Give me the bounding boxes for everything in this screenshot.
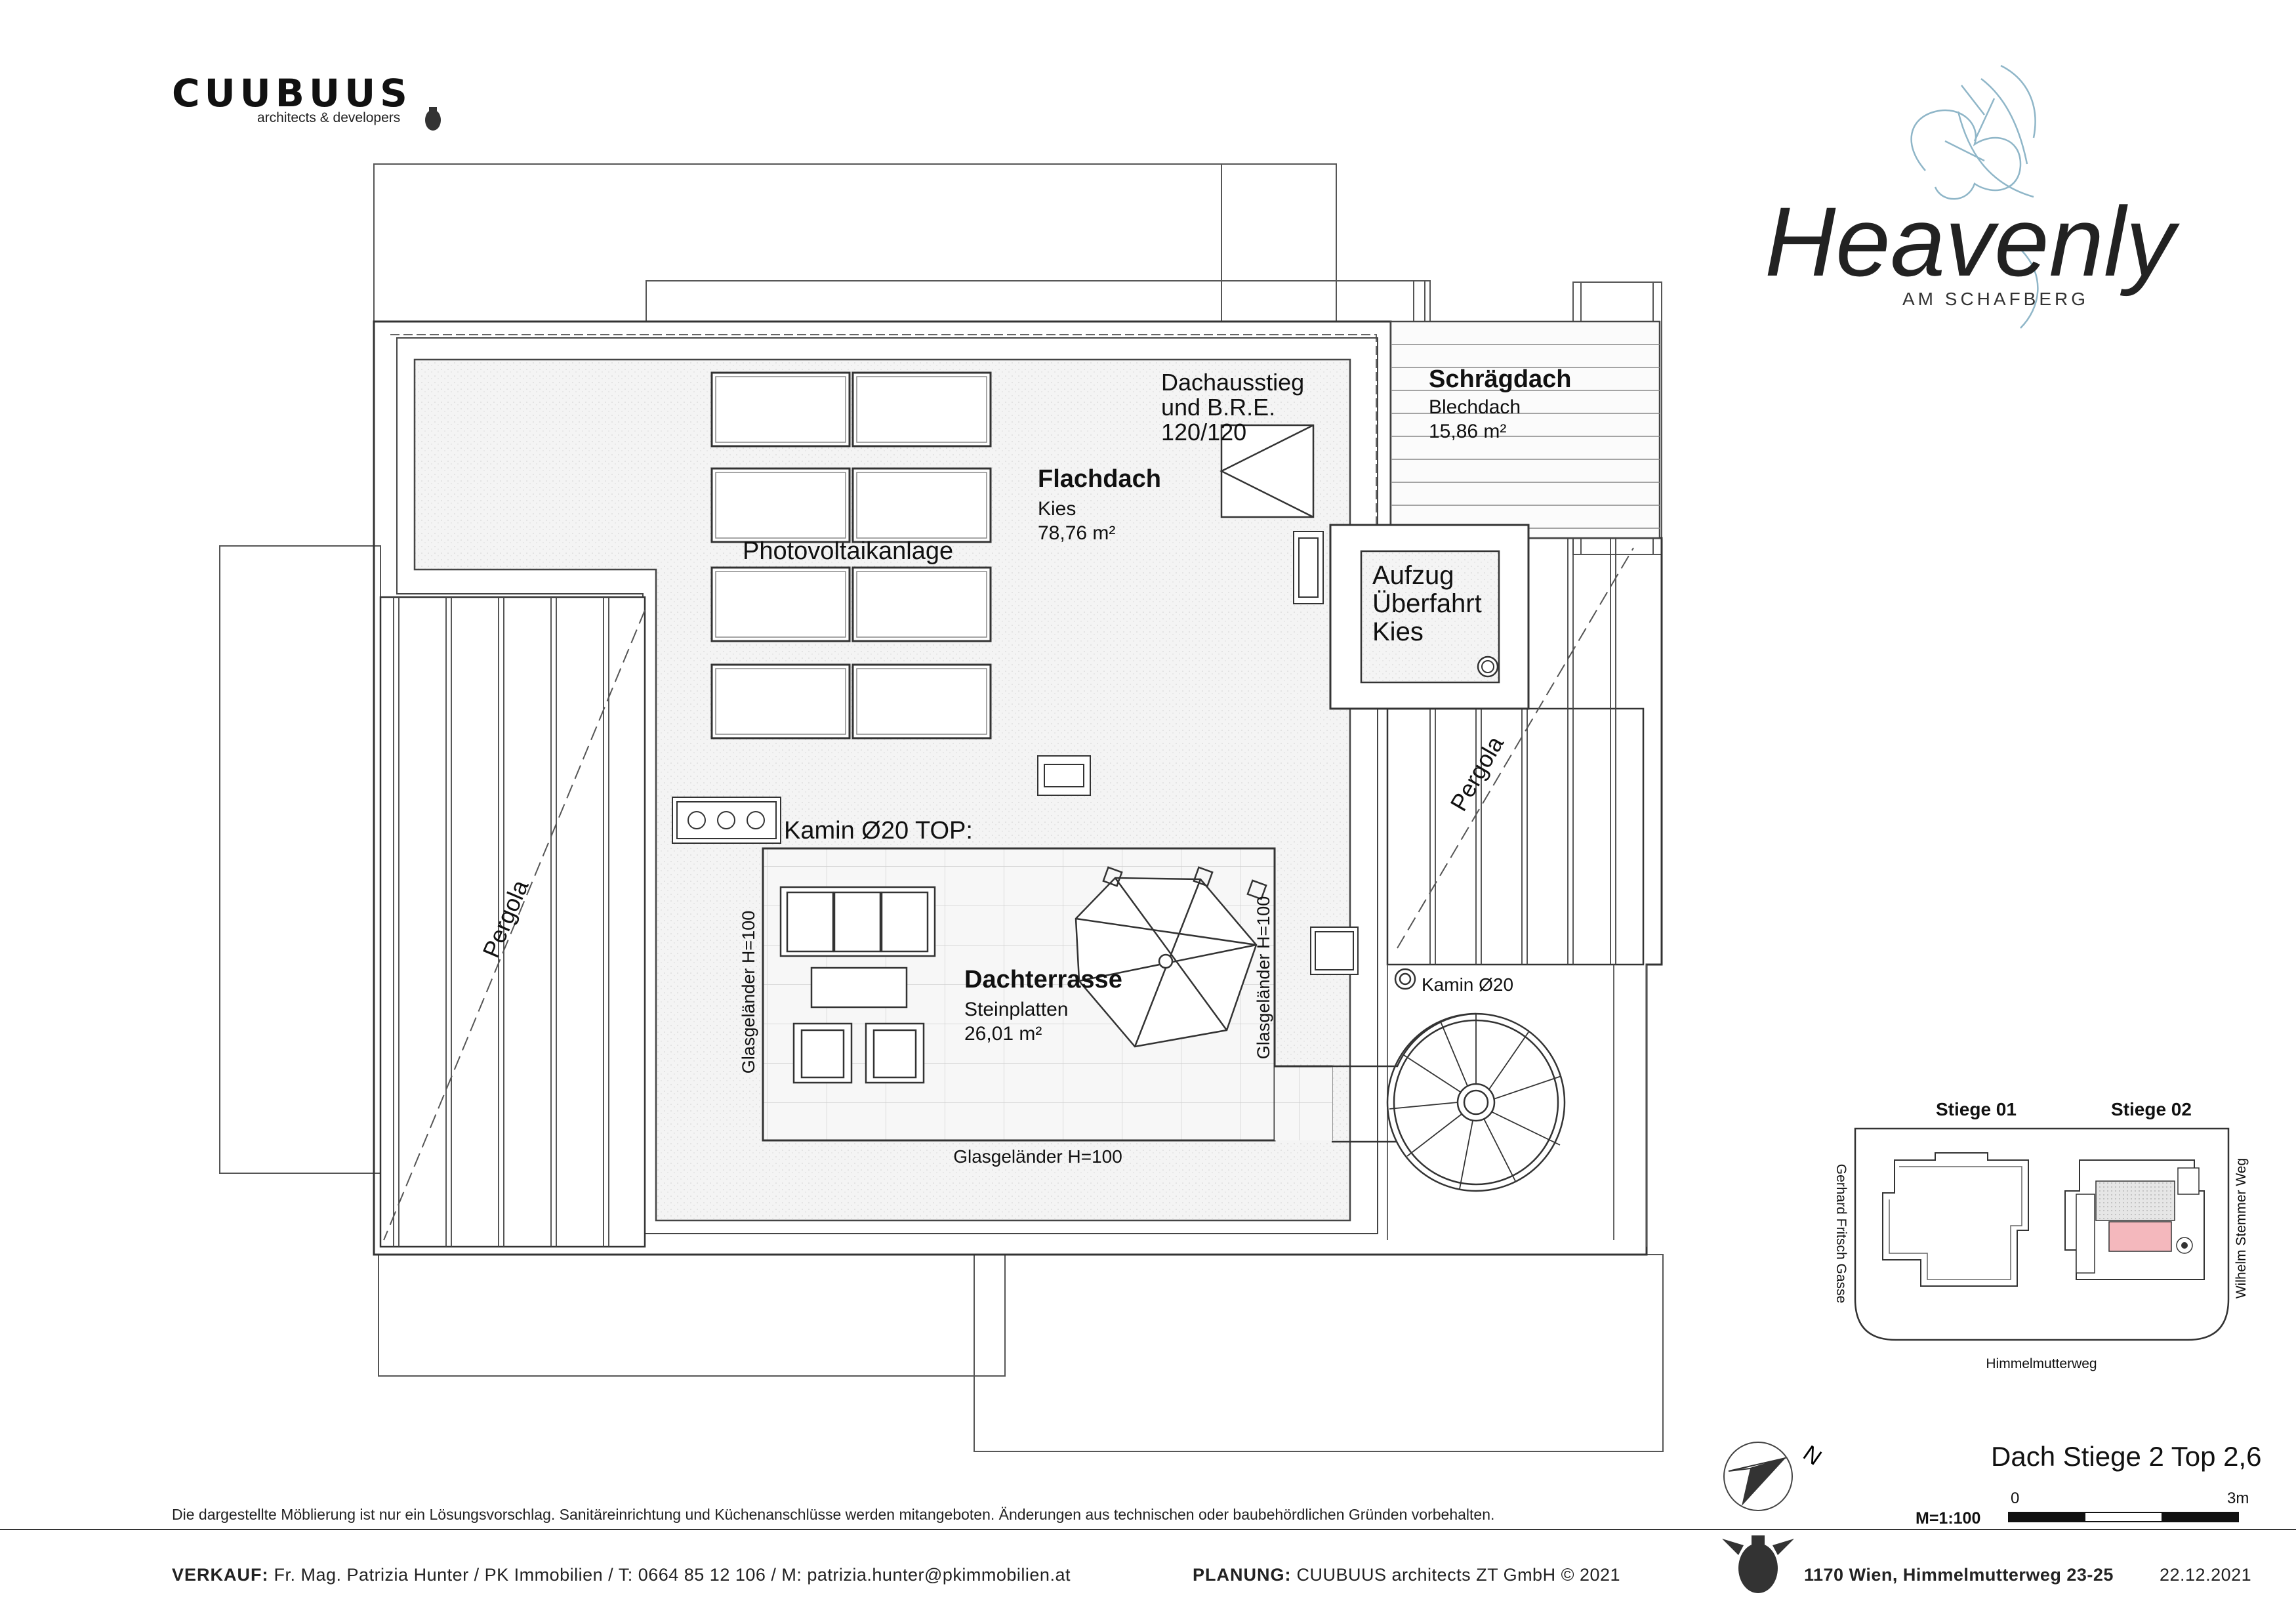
scale-end: 3m xyxy=(2227,1489,2249,1507)
dachausstieg-line3: 120/120 xyxy=(1161,419,1246,446)
small-eagle-icon xyxy=(425,107,441,131)
parasol xyxy=(1075,866,1267,1048)
dachterrasse-material: Steinplatten xyxy=(964,999,1068,1020)
verkauf-text: Fr. Mag. Patrizia Hunter / PK Immobilien… xyxy=(274,1565,1071,1585)
brand-logo: CUUBUUS xyxy=(172,71,412,115)
plan-title: Dach Stiege 2 Top 2,6 xyxy=(1991,1441,2262,1472)
planung-info: PLANUNG: CUUBUUS architects ZT GmbH © 20… xyxy=(1193,1565,1620,1585)
verkauf-label: VERKAUF: xyxy=(172,1565,269,1585)
sofa xyxy=(779,886,936,1084)
dachausstieg-line1: Dachausstieg xyxy=(1161,369,1304,396)
flachdach-area-label: 78,76 m² xyxy=(1038,522,1115,544)
dachterrasse-area-label: 26,01 m² xyxy=(964,1023,1042,1045)
dachausstieg-line2: und B.R.E. xyxy=(1161,394,1275,421)
scale-start: 0 xyxy=(2011,1489,2020,1507)
keyplan-highlight xyxy=(2108,1221,2172,1252)
photovoltaic-panels xyxy=(710,371,992,739)
schraegdach-title: Schrägdach xyxy=(1429,365,1572,393)
brand-subtitle: architects & developers xyxy=(257,110,401,125)
spiral-staircase xyxy=(1332,1012,1566,1192)
kamin-icon xyxy=(1394,968,1416,990)
dachterrasse-title: Dachterrasse xyxy=(964,966,1122,993)
scale-label: M=1:100 xyxy=(1916,1509,1981,1528)
planung-text: CUUBUUS architects ZT GmbH © 2021 xyxy=(1296,1565,1621,1585)
elevator-shaft xyxy=(1329,524,1530,710)
keyplan-stiege2: Stiege 02 xyxy=(2111,1099,2192,1119)
aufzug-line2: Überfahrt xyxy=(1372,589,1482,618)
north-arrow-icon: N xyxy=(1723,1441,1826,1511)
keyplan-street-left: Gerhard Fritsch Gasse xyxy=(1834,1164,1849,1303)
photovoltaik-label: Photovoltaikanlage xyxy=(743,537,953,565)
flachdach-material: Kies xyxy=(1038,498,1076,520)
kamin-label: Kamin Ø20 xyxy=(1422,974,1513,995)
footer-divider xyxy=(0,1529,2296,1530)
chimney-block xyxy=(672,797,781,844)
glas-bottom-label: Glasgeländer H=100 xyxy=(953,1146,1122,1167)
aufzug-line1: Aufzug xyxy=(1372,561,1454,590)
roof-hatch xyxy=(1220,424,1315,518)
pergola-left xyxy=(379,596,646,1248)
scale-bar xyxy=(2008,1512,2239,1522)
project-name: Heavenly xyxy=(1765,186,2180,297)
planung-label: PLANUNG: xyxy=(1193,1565,1292,1585)
leaf-logo-icon xyxy=(1910,64,2039,329)
project-subtitle: AM SCHAFBERG xyxy=(1902,289,2089,309)
kamin-top-label: Kamin Ø20 TOP: xyxy=(784,817,973,844)
keyplan-street-bottom: Himmelmutterweg xyxy=(1986,1356,2097,1371)
glas-left-label: Glasgeländer H=100 xyxy=(739,911,758,1073)
keyplan-stiege1: Stiege 01 xyxy=(1936,1099,2017,1119)
schraegdach-material: Blechdach xyxy=(1429,396,1521,418)
disclaimer: Die dargestellte Möblierung ist nur ein … xyxy=(172,1506,1495,1523)
flachdach-title: Flachdach xyxy=(1038,465,1161,493)
address: 1170 Wien, Himmelmutterweg 23-25 xyxy=(1804,1565,2114,1585)
schraegdach-area-label: 15,86 m² xyxy=(1429,421,1506,442)
verkauf-info: VERKAUF: Fr. Mag. Patrizia Hunter / PK I… xyxy=(172,1565,1071,1585)
aufzug-line3: Kies xyxy=(1372,617,1424,646)
date: 22.12.2021 xyxy=(2160,1565,2252,1585)
north-label: N xyxy=(1799,1441,1826,1470)
key-plan xyxy=(1854,1127,2230,1341)
glas-right-label: Glasgeländer H=100 xyxy=(1254,896,1273,1059)
austrian-eagle-icon xyxy=(1722,1535,1794,1593)
keyplan-street-right: Wilhelm Stemmer Weg xyxy=(2234,1158,2249,1299)
pergola-right xyxy=(1386,538,1645,966)
